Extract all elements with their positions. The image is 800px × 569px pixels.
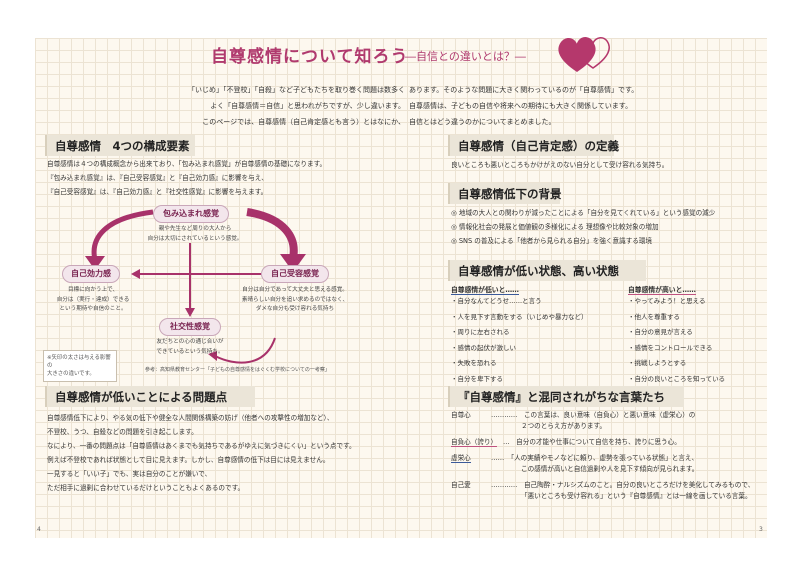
low-state-list: ・自分なんてどうせ……と言う ・人を見下す言動をする（いじめや暴力など） ・周り… [451,294,588,387]
problems-line: 不登校、うつ、自殺などの問題を引き起こします。 [47,428,198,436]
confused-row: 自尊心 ………… この言葉は、良い意味（自負心）と悪い意味（虚栄心）の ２つのと… [451,410,767,432]
note-line: 大きさの違いです。 [47,371,95,377]
low-item: ・感情の起伏が激しい [451,343,516,352]
confused-term: 自尊心 [451,411,471,419]
low-item: ・自分なんてどうせ……と言う [451,297,542,305]
definition-text: 良いところも悪いところもかけがえのない自分として受け容れる気持ち。 [451,161,669,169]
components-line: 自尊感情は４つの構成概念から出来ており、「包み込まれ感覚」が自尊感情の基礎になり… [47,160,327,168]
high-state-list: ・やってみよう！と思える ・他人を尊重する ・自分の意見が言える ・感情をコント… [628,294,725,387]
high-item: ・感情をコントロールできる [628,343,713,352]
low-state-title-text: 自尊感情が低いと…… [451,286,519,295]
high-item: ・自分の意見が言える [628,328,693,336]
desc-line: という期待や自信のこと。 [59,306,127,312]
problems-line: 自尊感情低下により、やる気の低下や健全な人間関係構築の妨げ（他者への攻撃性の増加… [47,414,334,422]
high-state-title-text: 自尊感情が高いと…… [628,286,696,295]
hearts-icon [558,37,610,72]
confused-term-text: 虚栄心 [451,454,471,463]
desc-line: ダメな自分も受け容れる気持ち [255,306,335,312]
high-item: ・挑戦しようとする [628,359,687,367]
diagram-source: 参考：高知県教育センター「子どもの自尊感情をはぐくむ学校についての一考察」 [145,367,330,373]
confused-desc-line: ………… この言葉は、良い意味（自負心）と悪い意味（虚栄心）の [491,411,696,419]
components-text: 自尊感情は４つの構成概念から出来ており、「包み込まれ感覚」が自尊感情の基礎になり… [47,157,387,199]
problems-line: ただ相手に過剰に合わせているだけということもよくあるのです。 [47,484,245,492]
desc-line: 友だちとの心の通じ合いが [156,339,224,345]
confused-desc-line: …… 「人の実績やモノなどに頼り、虚勢を張っている状態」と言え、 [491,454,699,462]
desc-line: 親や先生など周りの大人から [158,226,232,232]
diagram-node-sociability: 社交性感覚 [159,318,221,336]
background-item: ◎ SNS の普及による「他者から見られる自分」を強く意識する環境 [451,237,653,245]
page-number-right: 3 [759,526,763,533]
desc-line: 自分は（実行・達成）できる [56,296,130,303]
page-title: 自尊感情について知ろう [211,47,409,67]
background-item: ◎ 情報化社会の発展と価値観の多様化による 理想像や比較対象の増加 [451,223,659,231]
desc-line: 目標に向かう上で、 [67,287,119,293]
confused-list: 自尊心 ………… この言葉は、良い意味（自負心）と悪い意味（虚栄心）の ２つのと… [451,410,767,502]
diagram-desc-bottom: 友だちとの心の通じ合いが できているという気持ち。 [140,338,240,357]
problems-text: 自尊感情低下により、やる気の低下や健全な人間関係構築の妨げ（他者への攻撃性の増加… [47,411,397,495]
high-state-title: 自尊感情が高いと…… [628,284,696,295]
diagram-node-self-efficacy: 自己効力感 [62,265,120,283]
background-item: ◎ 地域の大人との関わりが減ったことによる「自分を見てくれている」という感覚の減… [451,209,716,217]
confused-desc: ………… 自己陶酔・ナルシズムのこと。自分の良いところだけを美化してみるもので、… [491,480,754,502]
intro-left-line: このページでは、自尊感情（自己肯定感とも言う）とはなにか、 [202,118,405,126]
low-item: ・自分を卑下する [451,374,503,383]
confused-row: 自己愛 ………… 自己陶酔・ナルシズムのこと。自分の良いところだけを美化してみる… [451,480,767,502]
confused-desc-line: ２つのとらえ方があります。 [521,422,607,430]
problems-line: 例えば不登校であれば状態として目に見えます。しかし、自尊感情の低下は目には見えま… [47,456,330,464]
intro-right-line: 自信とはどう違うのかについてまとめました。 [409,118,556,126]
section-heading-states: 自尊感情が低い状態、高い状態 [448,260,646,281]
intro-right-line: 自尊感情は、子どもの自信や将来への期待にも大きく関係しています。 [409,102,633,110]
confused-desc-line: この感情が高いと自信過剰や人を見下す傾向が見られます。 [521,465,699,473]
intro-right-line: あります。そのような問題に大きく関わっているのが「自尊感情」です。 [409,86,639,94]
section-heading-definition: 自尊感情（自己肯定感）の定義 [448,135,619,156]
confused-desc-line: … 自分の才能や仕事について自信を持ち、誇りに思う心。 [503,438,681,446]
low-state-title: 自尊感情が低いと…… [451,284,519,295]
section-heading-problems: 自尊感情が低いことによる問題点 [45,386,255,407]
diagram-desc-right: 自分は自分であって大丈夫と思える感覚。 素晴らしい自分を追い求めるのではなく、 … [220,286,370,315]
desc-line: できているという気持ち。 [156,348,224,355]
confused-term-text: 自負心（誇り） [451,438,498,447]
confused-desc-line: 「悪いところも受け容れる」という『自尊感情』とは一線を画している言葉。 [521,492,752,500]
background-list: ◎ 地域の大人との関わりが減ったことによる「自分を見てくれている」という感覚の減… [451,206,761,248]
document-spread: 自尊感情について知ろう ―自信との違いとは？― 「いじめ」「不登校」「自殺」など… [35,37,767,538]
diagram-desc-top: 親や先生など周りの大人から 自分は大切にされているという感覚。 [135,225,255,244]
section-heading-components: 自尊感情 4つの構成要素 [45,135,195,156]
confused-term: 自己愛 [451,481,471,489]
desc-line: 自分は自分であって大丈夫と思える感覚。 [242,287,348,293]
confused-desc: …… 「人の実績やモノなどに頼り、虚勢を張っている状態」と言え、 この感情が高い… [491,453,698,475]
high-item: ・自分の良いところを知っている [628,374,726,383]
components-line: 『包み込まれ感覚』は、『自己受容感覚』と『自己効力感』に影響を与え、 [47,174,268,182]
diagram-node-self-acceptance: 自己受容感覚 [261,265,329,283]
high-item: ・他人を尊重する [628,312,680,321]
page-number-left: 4 [37,526,41,533]
confused-desc: … 自分の才能や仕事について自信を持ち、誇りに思う心。 [503,437,681,448]
components-line: 『自己受容感覚』は、『自己効力感』と『社交性感覚』に影響を与えます。 [47,188,268,196]
confused-term: 虚栄心 [451,453,491,475]
low-item: ・失敗を恐れる [451,359,497,367]
desc-line: 素晴らしい自分を追い求めるのではなく、 [241,296,349,303]
intro-left-line: よく「自尊感情＝自信」と思われがちですが、少し違います。 [210,102,405,110]
intro-right: あります。そのような問題に大きく関わっているのが「自尊感情」です。 自尊感情は、… [409,82,709,130]
section-heading-background: 自尊感情低下の背景 [448,183,562,204]
confused-desc: ………… この言葉は、良い意味（自負心）と悪い意味（虚栄心）の ２つのとらえ方が… [491,410,695,432]
arrow-note: ※矢印の太さは与える影響の 大きさの違いです。 [43,350,117,382]
diagram-node-tsutsumikomare: 包み込まれ感覚 [153,205,229,223]
note-line: ※矢印の太さは与える影響の [47,355,111,369]
confused-term: 自負心（誇り） [451,437,503,448]
page-subtitle: ―自信との違いとは？― [405,50,526,63]
components-diagram-arrows [85,208,306,364]
problems-line: なにより、一番の問題点は「自尊感情はあくまでも気持ちであるがゆえに気づきにくい」… [47,442,356,450]
diagram-desc-left: 目標に向かう上で、 自分は（実行・達成）できる という期待や自信のこと。 [43,286,143,315]
low-item: ・周りに左右される [451,328,510,336]
confused-desc-line: ………… 自己陶酔・ナルシズムのこと。自分の良いところだけを美化してみるもので、 [491,481,755,489]
desc-line: 自分は大切にされているという感覚。 [147,235,243,242]
section-heading-confused: 『自尊感情』と混同されがちな言葉たち [448,386,684,407]
problems-line: 一見すると「いい子」でも、実は自分のことが嫌いで、 [47,470,212,478]
confused-row: 虚栄心 …… 「人の実績やモノなどに頼り、虚勢を張っている状態」と言え、 この感… [451,453,767,475]
intro-left: 「いじめ」「不登校」「自殺」など子どもたちを取り巻く問題は数多く よく「自尊感情… [145,82,405,130]
confused-row: 自負心（誇り） … 自分の才能や仕事について自信を持ち、誇りに思う心。 [451,437,767,448]
high-item: ・やってみよう！と思える [628,297,706,305]
low-item: ・人を見下す言動をする（いじめや暴力など） [451,312,588,321]
intro-left-line: 「いじめ」「不登校」「自殺」など子どもたちを取り巻く問題は数多く [188,86,405,94]
